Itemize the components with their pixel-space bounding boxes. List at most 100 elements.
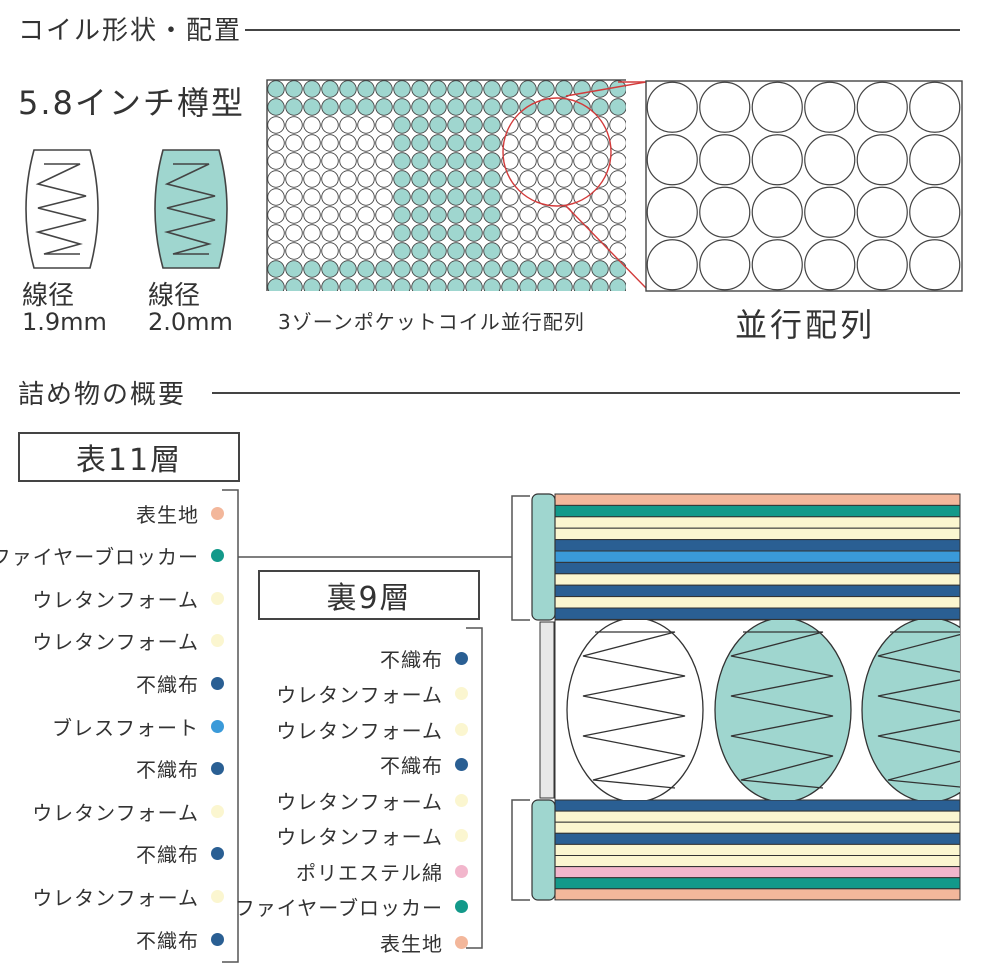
legend-color-dot [455, 651, 468, 665]
coil-cell [465, 206, 483, 224]
bottom-layer-stripe [554, 866, 961, 879]
coil-cell [501, 188, 519, 206]
legend-color-dot [211, 932, 224, 946]
coil-cell [303, 278, 321, 291]
coil-cell [267, 260, 285, 278]
coil-cell [303, 134, 321, 152]
legend-color-dot [455, 900, 468, 913]
bottom-layer-stripe [554, 877, 961, 890]
legend-label: ウレタンフォーム [32, 800, 199, 825]
legend-color-dot [211, 634, 224, 648]
coil-cell [519, 134, 537, 152]
coil-cell [411, 260, 429, 278]
coil-cell [429, 260, 447, 278]
legend-item: ファイヤーブロッカー [0, 540, 224, 572]
zoom-coil [646, 186, 698, 238]
legend-color-dot [455, 829, 468, 842]
zoom-coil [804, 239, 856, 291]
legend-color-dot [211, 889, 224, 903]
coil-cell [591, 242, 609, 260]
zoom-coil [856, 186, 908, 238]
coil-cell [411, 152, 429, 170]
coil-cell [555, 80, 573, 98]
coil-cell [285, 98, 303, 116]
coil-cell [537, 134, 555, 152]
legend-label: ポリエステル綿 [296, 860, 443, 885]
coil-cell [321, 188, 339, 206]
coil-cell [429, 80, 447, 98]
coil-cell [393, 152, 411, 170]
zoom-coil [751, 239, 803, 291]
coil-cell [591, 98, 609, 116]
legend-item: 不織布 [136, 923, 224, 955]
coil-cell [339, 188, 357, 206]
coil-cell [303, 98, 321, 116]
coil-cell [393, 170, 411, 188]
coil-cell [321, 278, 339, 291]
legend-label: 表生地 [136, 502, 199, 527]
coil-cell [375, 170, 393, 188]
side-frame [539, 621, 555, 799]
coil-cell [519, 224, 537, 242]
zoom-coil [751, 81, 803, 133]
coil-cell [483, 206, 501, 224]
coil-cell [447, 152, 465, 170]
coil-cell [339, 224, 357, 242]
legend-label: 表生地 [380, 931, 443, 956]
coil-cell [519, 242, 537, 260]
legend-item: ウレタンフォーム [32, 582, 224, 614]
coil-cell [267, 188, 285, 206]
coil-cell [357, 206, 375, 224]
coil-cell [555, 134, 573, 152]
coil-cell [393, 242, 411, 260]
coil-cell [501, 278, 519, 291]
coil-cell [483, 116, 501, 134]
coil-cell [357, 242, 375, 260]
coil-cell [519, 260, 537, 278]
coil-cell [411, 80, 429, 98]
coil-cell [429, 152, 447, 170]
coil-cell [267, 170, 285, 188]
legend-item: 不織布 [136, 667, 224, 699]
coil-cell [357, 98, 375, 116]
highlight-circle [502, 97, 612, 207]
legend-color-dot [455, 793, 468, 807]
coil-cell [429, 98, 447, 116]
coil-cell [393, 80, 411, 98]
coil-cell [465, 242, 483, 260]
top-layer-stripe [554, 573, 961, 586]
coil-cell [429, 134, 447, 152]
coil-cell [573, 98, 591, 116]
section-divider [212, 392, 960, 394]
top-layer-stripe [554, 539, 961, 552]
coil-cell [303, 188, 321, 206]
zoom-coil [699, 239, 751, 291]
zoom-coil [856, 134, 908, 186]
coil-cell [357, 134, 375, 152]
coil-cell [555, 206, 573, 224]
coil-cell [465, 278, 483, 291]
legend-label: 不織布 [136, 928, 199, 953]
legend-item: ウレタンフォーム [276, 713, 468, 745]
coil-cell [555, 242, 573, 260]
coil-cell [519, 116, 537, 134]
coil-cell [537, 80, 555, 98]
coil-cell [267, 134, 285, 152]
coil-cell [501, 260, 519, 278]
coil-cell [393, 134, 411, 152]
coil-cell [285, 80, 303, 98]
legend-label: 不織布 [380, 754, 443, 778]
coil-cell [375, 278, 393, 291]
section-divider [245, 29, 960, 31]
coil-cell [447, 278, 465, 291]
coil-cell [609, 116, 626, 134]
coil-cell [267, 152, 285, 170]
coil-cell [609, 260, 626, 278]
legend-label: 不織布 [380, 647, 443, 672]
top-layers-box: 表11層 [18, 432, 240, 482]
legend-item: ウレタンフォーム [276, 820, 468, 852]
coil-cell [339, 278, 357, 291]
coil-cell [447, 242, 465, 260]
coil-cell [321, 170, 339, 188]
coil-cell [591, 116, 609, 134]
